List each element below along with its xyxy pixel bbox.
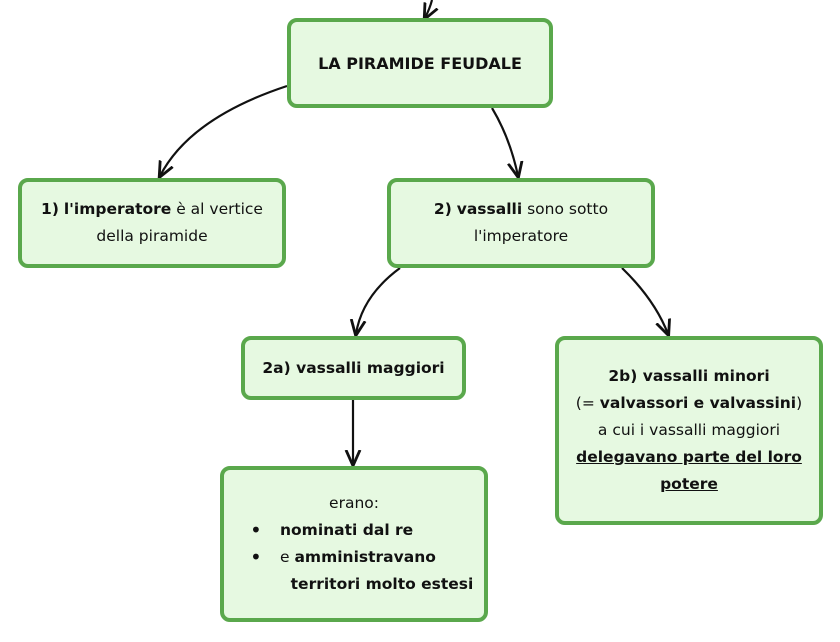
node-vassalli-minori: 2b) vassalli minori (= valvassori e valv… bbox=[555, 336, 823, 525]
erano-item-2-bold: amministravano bbox=[294, 548, 436, 566]
imperatore-num: 1) bbox=[41, 200, 59, 218]
erano-list: nominati dal re e amministravano bbox=[224, 517, 484, 571]
imperatore-rest: è al vertice della piramide bbox=[96, 200, 263, 245]
vassalli-num: 2) bbox=[433, 200, 452, 218]
vassalli-text: 2) vassalli sono sotto l'imperatore bbox=[391, 196, 651, 250]
minori-heading: 2b) vassalli minori bbox=[608, 367, 770, 385]
erano-item-2-pre: e bbox=[280, 548, 295, 566]
imperatore-text: 1) l'imperatore è al vertice della piram… bbox=[22, 196, 282, 250]
arrow-title-to-vassalli bbox=[491, 107, 518, 176]
erano-item-1-text: nominati dal re bbox=[280, 521, 414, 539]
minori-paren-close: ) bbox=[796, 394, 803, 412]
minori-paren-open: (= bbox=[575, 394, 600, 412]
node-vassalli-maggiori: 2a) vassalli maggiori bbox=[241, 336, 466, 400]
title-text: LA PIRAMIDE FEUDALE bbox=[318, 53, 522, 73]
minori-text: 2b) vassalli minori (= valvassori e valv… bbox=[559, 363, 819, 498]
node-erano: erano: nominati dal re e amministravano … bbox=[220, 466, 488, 622]
arrow-into-title bbox=[425, 0, 432, 18]
minori-line3: a cui i vassalli maggiori bbox=[597, 421, 781, 439]
erano-intro: erano: bbox=[329, 494, 379, 512]
minori-paren-bold: valvassori e valvassini bbox=[599, 394, 797, 412]
erano-item-2: e amministravano bbox=[224, 544, 484, 571]
arrow-title-to-imperatore bbox=[160, 84, 288, 176]
vassalli-bold: vassalli bbox=[456, 200, 523, 218]
node-vassalli: 2) vassalli sono sotto l'imperatore bbox=[387, 178, 655, 268]
node-imperatore: 1) l'imperatore è al vertice della piram… bbox=[18, 178, 286, 268]
erano-item-2-cont: territori molto estesi bbox=[290, 575, 474, 593]
maggiori-label: 2a) vassalli maggiori bbox=[262, 358, 445, 377]
arrow-vassalli-to-minori bbox=[621, 267, 668, 334]
minori-underlined: delegavano parte del loro potere bbox=[576, 448, 802, 493]
arrow-vassalli-to-maggiori bbox=[356, 267, 401, 334]
imperatore-bold: l'imperatore bbox=[63, 200, 172, 218]
erano-item-1: nominati dal re bbox=[224, 517, 484, 544]
node-title: LA PIRAMIDE FEUDALE bbox=[287, 18, 553, 108]
vassalli-rest: sono sotto l'imperatore bbox=[473, 200, 609, 245]
